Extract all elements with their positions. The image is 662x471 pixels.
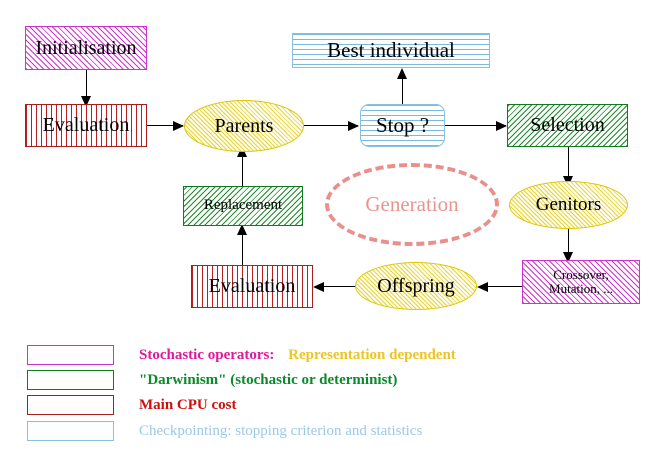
node-initialisation[interactable]: Initialisation — [25, 26, 147, 70]
node-replacement-label: Replacement — [203, 197, 283, 214]
arrowhead-left-offspring — [477, 282, 488, 292]
arrowhead-up-best-individual — [397, 68, 407, 79]
node-selection-label: Selection — [530, 114, 605, 136]
legend-swatch-magenta — [27, 345, 114, 365]
edge-evaluation-bottom-to-replacement — [242, 226, 243, 266]
legend-swatch-green — [27, 370, 114, 390]
legend-swatch-red — [27, 395, 114, 415]
node-genitors-label: Genitors — [535, 194, 602, 216]
legend-label-main-cpu-cost: Main CPU cost — [139, 396, 237, 413]
node-initialisation-label: Initialisation — [35, 36, 137, 59]
arrowhead-up-replacement — [237, 224, 247, 235]
node-parents-label: Parents — [214, 114, 274, 137]
node-genitors[interactable]: Genitors — [509, 181, 628, 229]
node-generation-label: Generation — [365, 192, 459, 216]
arrowhead-left-evaluation-bottom — [313, 282, 324, 292]
legend-text-secondary: Representation dependent — [288, 346, 456, 363]
node-replacement[interactable]: Replacement — [183, 186, 303, 226]
node-best-individual-label: Best individual — [327, 38, 455, 63]
node-evaluation-top[interactable]: Evaluation — [25, 104, 147, 147]
edge-parents-to-stop — [304, 125, 358, 126]
node-crossover-mutation-label-line2: Mutation, ... — [549, 281, 613, 296]
edge-evaluation-to-parents — [147, 125, 183, 126]
legend-item-stochastic-operators: Stochastic operators: Representation dep… — [27, 345, 456, 365]
legend-item-darwinism: "Darwinism" (stochastic or determinist) — [27, 370, 397, 390]
node-crossover-mutation[interactable]: Crossover, Mutation, ... — [522, 260, 640, 304]
edge-offspring-to-evaluation-bottom — [315, 286, 357, 287]
legend-label-stochastic-operators: Stochastic operators: Representation dep… — [139, 347, 456, 364]
legend-item-checkpointing: Checkpointing: stopping criterion and st… — [27, 421, 422, 441]
legend-label-darwinism: "Darwinism" (stochastic or determinist) — [139, 371, 398, 388]
arrowhead-right-stop — [348, 121, 359, 131]
node-offspring[interactable]: Offspring — [355, 262, 477, 310]
node-evaluation-bottom-label: Evaluation — [208, 275, 296, 297]
node-offspring-label: Offspring — [377, 274, 455, 297]
edge-initialisation-to-evaluation — [86, 70, 87, 100]
node-stop[interactable]: Stop ? — [360, 104, 445, 147]
legend-item-main-cpu-cost: Main CPU cost — [27, 395, 237, 415]
node-crossover-mutation-label-line1: Crossover, — [553, 267, 609, 283]
edge-replacement-to-parents — [242, 148, 243, 186]
node-evaluation-bottom[interactable]: Evaluation — [191, 265, 313, 308]
node-parents[interactable]: Parents — [184, 100, 304, 152]
legend-label-checkpointing: Checkpointing: stopping criterion and st… — [139, 422, 423, 439]
arrowhead-right-selection — [496, 121, 507, 131]
legend-swatch-blue — [27, 421, 114, 441]
edge-stop-to-best-individual — [402, 70, 403, 106]
arrowhead-down-evaluation-top — [81, 96, 91, 107]
node-generation: Generation — [325, 163, 499, 246]
arrowhead-down-crossover — [563, 252, 573, 263]
legend-text-primary: Stochastic operators: — [139, 346, 275, 363]
node-selection[interactable]: Selection — [507, 104, 628, 147]
edge-crossover-to-offspring — [479, 286, 523, 287]
node-evaluation-top-label: Evaluation — [42, 114, 130, 136]
arrowhead-right-parents — [173, 121, 184, 131]
edge-selection-to-genitors — [568, 147, 569, 181]
node-best-individual[interactable]: Best individual — [292, 33, 490, 68]
edge-stop-to-selection — [444, 125, 506, 126]
node-stop-label: Stop ? — [375, 113, 430, 138]
edge-genitors-to-crossover — [568, 228, 569, 258]
